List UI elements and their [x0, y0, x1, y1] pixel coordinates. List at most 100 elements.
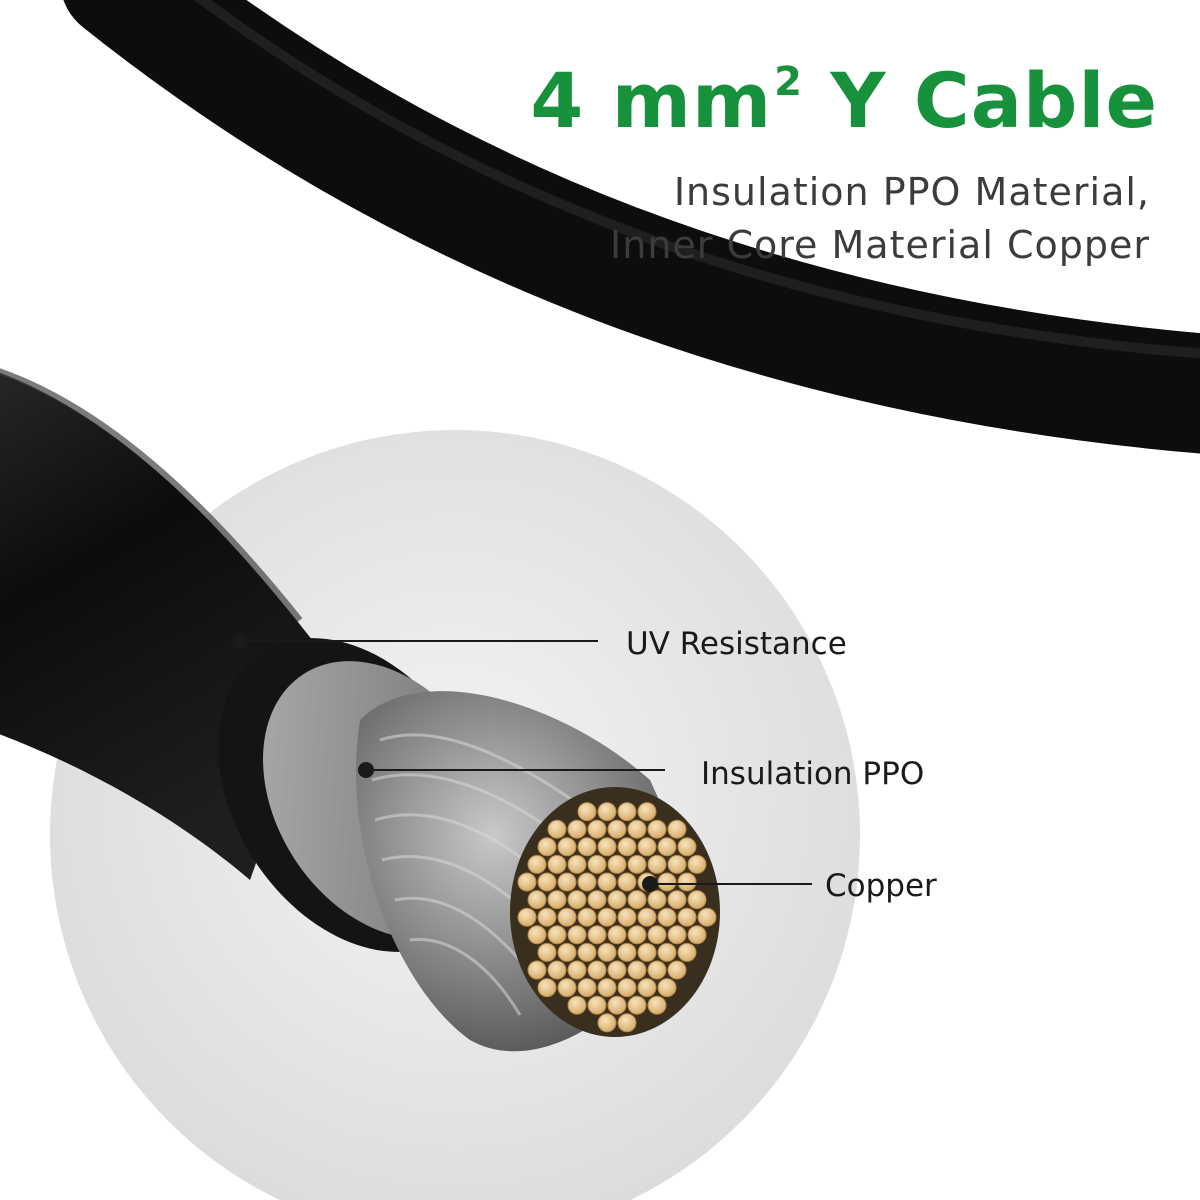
- copper-strand: [537, 978, 557, 998]
- copper-strand: [647, 960, 667, 980]
- copper-strand: [607, 960, 627, 980]
- copper-strand: [587, 854, 607, 874]
- copper-strand: [557, 907, 577, 927]
- copper-strand: [627, 960, 647, 980]
- copper-strand: [627, 819, 647, 839]
- copper-strand: [647, 854, 667, 874]
- copper-strand: [617, 907, 637, 927]
- copper-callout-dot: [642, 876, 658, 892]
- copper-strand: [547, 854, 567, 874]
- copper-strand: [597, 907, 617, 927]
- copper-strand: [527, 854, 547, 874]
- copper-strand: [557, 872, 577, 892]
- copper-strand: [617, 802, 637, 822]
- background-cable: [63, 0, 1200, 454]
- copper-strand: [607, 854, 627, 874]
- copper-strand: [527, 890, 547, 910]
- uv-resistance-label: UV Resistance: [626, 626, 847, 662]
- copper-strand: [527, 925, 547, 945]
- copper-strand: [577, 907, 597, 927]
- copper-strand: [607, 925, 627, 945]
- copper-strand: [557, 942, 577, 962]
- product-title: 4 mm2 Y Cable: [530, 56, 1158, 145]
- copper-strand: [667, 960, 687, 980]
- copper-strand: [547, 925, 567, 945]
- copper-strand: [617, 942, 637, 962]
- subtitle-line-1: Insulation PPO Material,: [673, 170, 1150, 214]
- copper-label: Copper: [825, 868, 937, 904]
- copper-strand: [597, 1013, 617, 1033]
- copper-strand: [567, 960, 587, 980]
- copper-strand: [597, 837, 617, 857]
- copper-strand: [667, 890, 687, 910]
- copper-strands: [517, 802, 717, 1033]
- copper-strand: [667, 819, 687, 839]
- copper-strand: [677, 907, 697, 927]
- copper-strand: [547, 890, 567, 910]
- copper-strand: [627, 854, 647, 874]
- copper-strand: [617, 1013, 637, 1033]
- uv-callout-dot: [232, 633, 248, 649]
- copper-strand: [687, 854, 707, 874]
- copper-strand: [517, 872, 537, 892]
- copper-strand: [647, 819, 667, 839]
- copper-strand: [537, 872, 557, 892]
- copper-strand: [697, 907, 717, 927]
- copper-strand: [567, 925, 587, 945]
- copper-strand: [567, 854, 587, 874]
- copper-strand: [677, 837, 697, 857]
- copper-strand: [567, 995, 587, 1015]
- subtitle-line-2: Inner Core Material Copper: [610, 223, 1150, 267]
- copper-strand: [647, 995, 667, 1015]
- product-subtitle: Insulation PPO Material, Inner Core Mate…: [610, 166, 1150, 272]
- copper-strand: [677, 872, 697, 892]
- copper-strand: [657, 942, 677, 962]
- copper-strand: [577, 837, 597, 857]
- copper-strand: [617, 837, 637, 857]
- copper-strand: [667, 854, 687, 874]
- copper-strand: [577, 942, 597, 962]
- copper-strand: [617, 978, 637, 998]
- copper-strand: [657, 837, 677, 857]
- copper-strand: [627, 995, 647, 1015]
- copper-strand: [597, 978, 617, 998]
- copper-strand: [637, 907, 657, 927]
- copper-strand: [627, 925, 647, 945]
- copper-strand: [547, 960, 567, 980]
- copper-strand: [537, 837, 557, 857]
- copper-strand: [607, 819, 627, 839]
- copper-strand: [617, 872, 637, 892]
- copper-strand: [517, 907, 537, 927]
- copper-strand: [587, 960, 607, 980]
- copper-strand: [587, 995, 607, 1015]
- copper-strand: [587, 890, 607, 910]
- copper-strand: [647, 890, 667, 910]
- copper-strand: [557, 837, 577, 857]
- copper-strand: [667, 925, 687, 945]
- copper-strand: [587, 925, 607, 945]
- copper-strand: [607, 995, 627, 1015]
- copper-strand: [627, 890, 647, 910]
- copper-strand: [547, 819, 567, 839]
- copper-strand: [597, 802, 617, 822]
- title-superscript: 2: [774, 59, 803, 105]
- copper-strand: [687, 925, 707, 945]
- copper-strand: [647, 925, 667, 945]
- copper-strand: [577, 978, 597, 998]
- copper-strand: [557, 978, 577, 998]
- copper-strand: [597, 942, 617, 962]
- copper-strand: [637, 837, 657, 857]
- copper-strand: [637, 802, 657, 822]
- insulation-callout-dot: [358, 762, 374, 778]
- copper-strand: [657, 907, 677, 927]
- copper-strand: [657, 872, 677, 892]
- copper-strand: [587, 819, 607, 839]
- copper-strand: [577, 872, 597, 892]
- copper-strand: [567, 819, 587, 839]
- copper-strand: [657, 978, 677, 998]
- copper-strand: [687, 890, 707, 910]
- copper-strand: [577, 802, 597, 822]
- copper-strand: [637, 978, 657, 998]
